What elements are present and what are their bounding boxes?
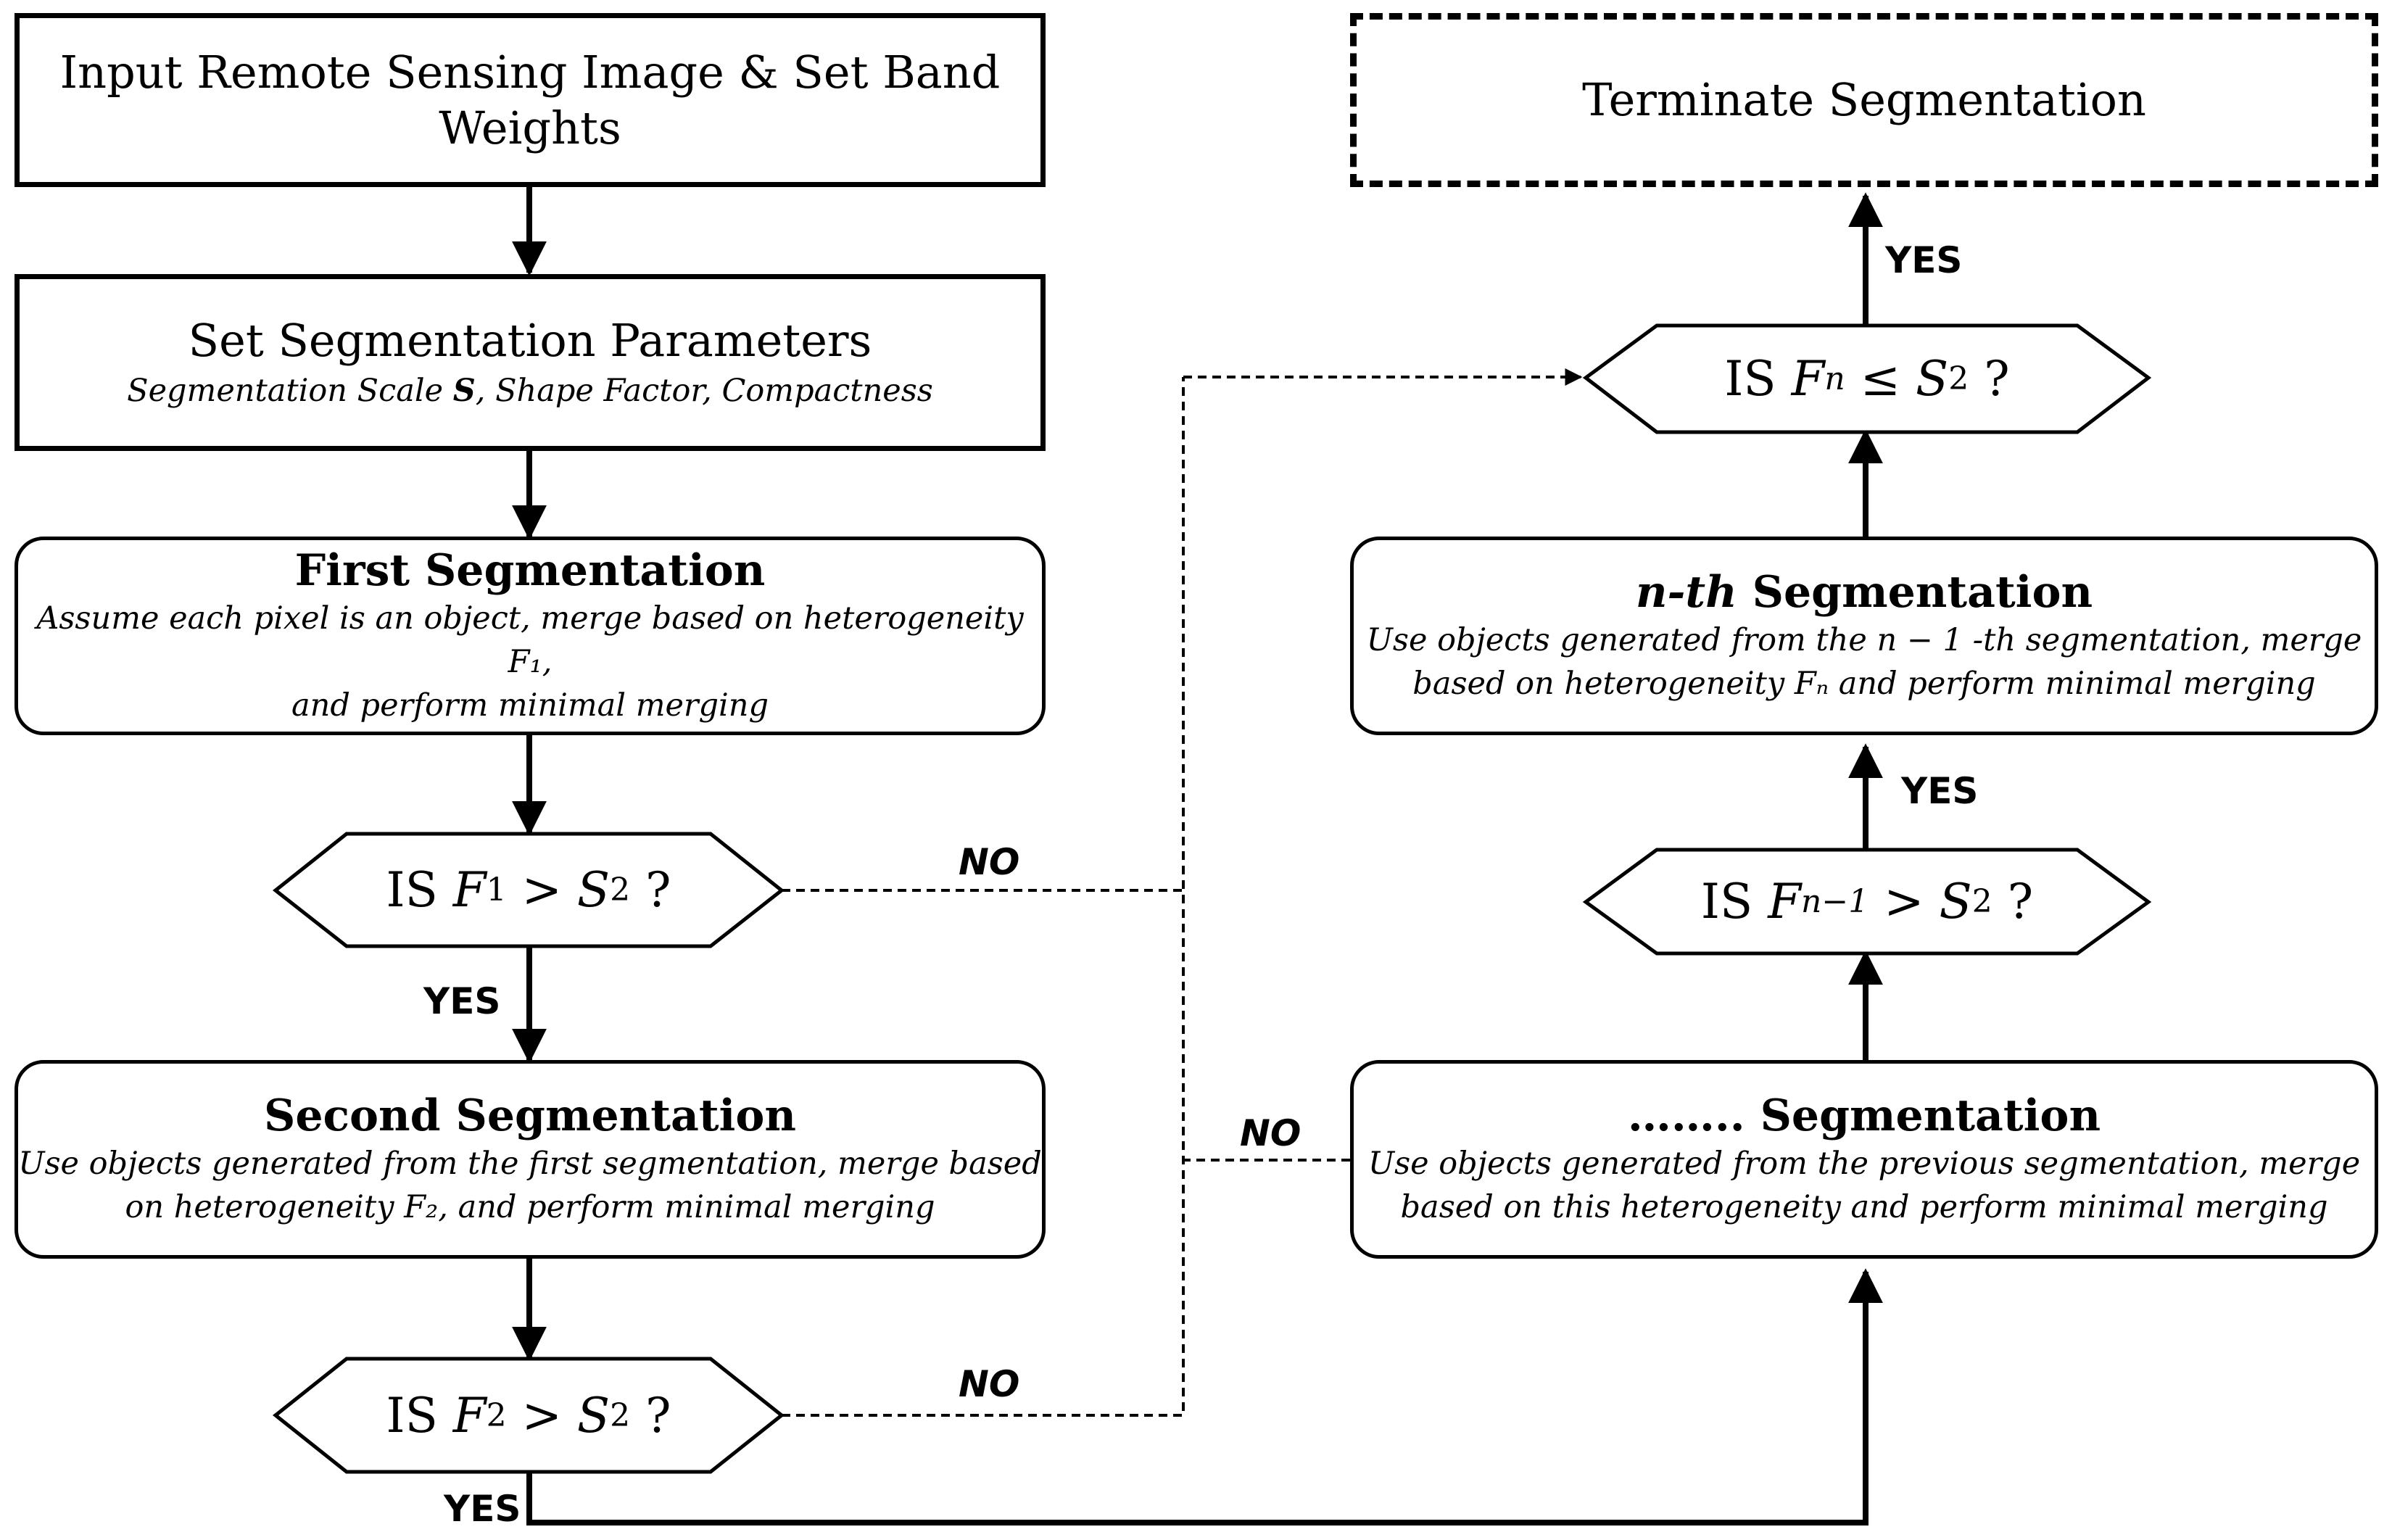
first-segmentation-box: First Segmentation Assume each pixel is …	[15, 537, 1046, 735]
decision1-no-label: NO	[959, 841, 1020, 883]
decisionn-rhs: S	[1916, 351, 1949, 407]
decision1-op: >	[521, 862, 562, 918]
nth-segmentation-title: n-th Segmentation	[1636, 566, 2093, 618]
decisionn-yes-label: YES	[1885, 239, 1963, 281]
decision2-sup: 2	[610, 1396, 631, 1434]
arrow-decision2-yes-to-dots	[526, 1268, 1883, 1525]
decisionn-var: F	[1791, 351, 1825, 407]
decision2-var: F	[452, 1387, 487, 1444]
input-image-text: Input Remote Sensing Image & Set Band We…	[59, 45, 1001, 155]
params-title: Set Segmentation Parameters	[188, 314, 872, 368]
decisionn-shape	[1582, 323, 2152, 434]
decision1-var: F	[452, 862, 487, 918]
second-segmentation-line1: Use objects generated from the first seg…	[18, 1145, 1042, 1182]
nth-segmentation-line1: Use objects generated from the n − 1 -th…	[1366, 621, 2362, 658]
decisionn1-shape	[1582, 848, 2152, 956]
decision2-sub: 2	[486, 1396, 507, 1434]
terminate-box: Terminate Segmentation	[1350, 13, 2378, 187]
params-sub-post: , Shape Factor, Compactness	[475, 372, 933, 409]
first-segmentation-line1: Assume each pixel is an object, merge ba…	[36, 600, 1024, 680]
decision2-op: >	[521, 1387, 562, 1444]
terminate-text: Terminate Segmentation	[1582, 73, 2146, 127]
nth-title-rest: Segmentation	[1737, 566, 2093, 618]
nth-segmentation-box: n-th Segmentation Use objects generated …	[1350, 537, 2378, 735]
input-image-box: Input Remote Sensing Image & Set Band We…	[15, 13, 1046, 187]
decision1-yes-label: YES	[423, 980, 501, 1022]
decision1-is: IS	[386, 862, 438, 918]
params-sub-pre: Segmentation Scale	[127, 372, 453, 409]
decision2-is: IS	[386, 1387, 438, 1444]
dashed-decision2-no	[782, 377, 1185, 1417]
decision2-q: ?	[645, 1387, 671, 1444]
second-segmentation-box: Second Segmentation Use objects generate…	[15, 1060, 1046, 1259]
first-segmentation-title: First Segmentation	[294, 545, 766, 596]
decisionn1-yes-label: YES	[1901, 770, 1979, 812]
decision2-yes-label: YES	[444, 1488, 521, 1530]
second-segmentation-line2: on heterogeneity F₂, and perform minimal…	[125, 1189, 935, 1225]
decisionn1-q: ?	[2007, 874, 2034, 930]
decisionn-sup: 2	[1948, 360, 1969, 397]
decisionn1-sup: 2	[1971, 883, 1992, 920]
nth-segmentation-line2: based on heterogeneity Fₙ and perform mi…	[1412, 666, 2316, 702]
second-segmentation-title: Second Segmentation	[263, 1090, 796, 1141]
dots-segmentation-line2: based on this heterogeneity and perform …	[1400, 1189, 2328, 1225]
dots-no-label: NO	[1240, 1112, 1301, 1154]
decision1-shape	[272, 832, 785, 948]
decision2-no-label: NO	[959, 1363, 1020, 1405]
decisionn1-sub: n−1	[1801, 883, 1869, 920]
decision2-rhs: S	[576, 1387, 611, 1444]
decision1-sup: 2	[610, 872, 631, 908]
decisionn1-is: IS	[1700, 874, 1753, 930]
decisionn1-var: F	[1768, 874, 1801, 930]
params-box: Set Segmentation Parameters Segmentation…	[15, 274, 1046, 451]
decisionn-is: IS	[1724, 351, 1776, 407]
decisionn1-op: >	[1884, 874, 1924, 930]
decisionn-q: ?	[1984, 351, 2010, 407]
decision2-shape	[272, 1357, 785, 1474]
decisionn-sub: n	[1824, 360, 1845, 397]
first-segmentation-line2: and perform minimal merging	[291, 687, 769, 724]
decisionn1-rhs: S	[1939, 874, 1972, 930]
decision1-q: ?	[645, 862, 671, 918]
dots-segmentation-line1: Use objects generated from the previous …	[1367, 1145, 2361, 1182]
decisionn-op: ≤	[1860, 351, 1901, 407]
decision1-sub: 1	[486, 872, 507, 908]
params-subtitle: Segmentation Scale S, Shape Factor, Comp…	[127, 369, 933, 413]
params-sub-scale-symbol: S	[452, 372, 476, 409]
nth-title-italic: n-th	[1635, 566, 1737, 618]
decision1-rhs: S	[576, 862, 611, 918]
dots-segmentation-box: …….. Segmentation Use objects generated …	[1350, 1060, 2378, 1259]
dots-segmentation-title: …….. Segmentation	[1627, 1090, 2101, 1141]
